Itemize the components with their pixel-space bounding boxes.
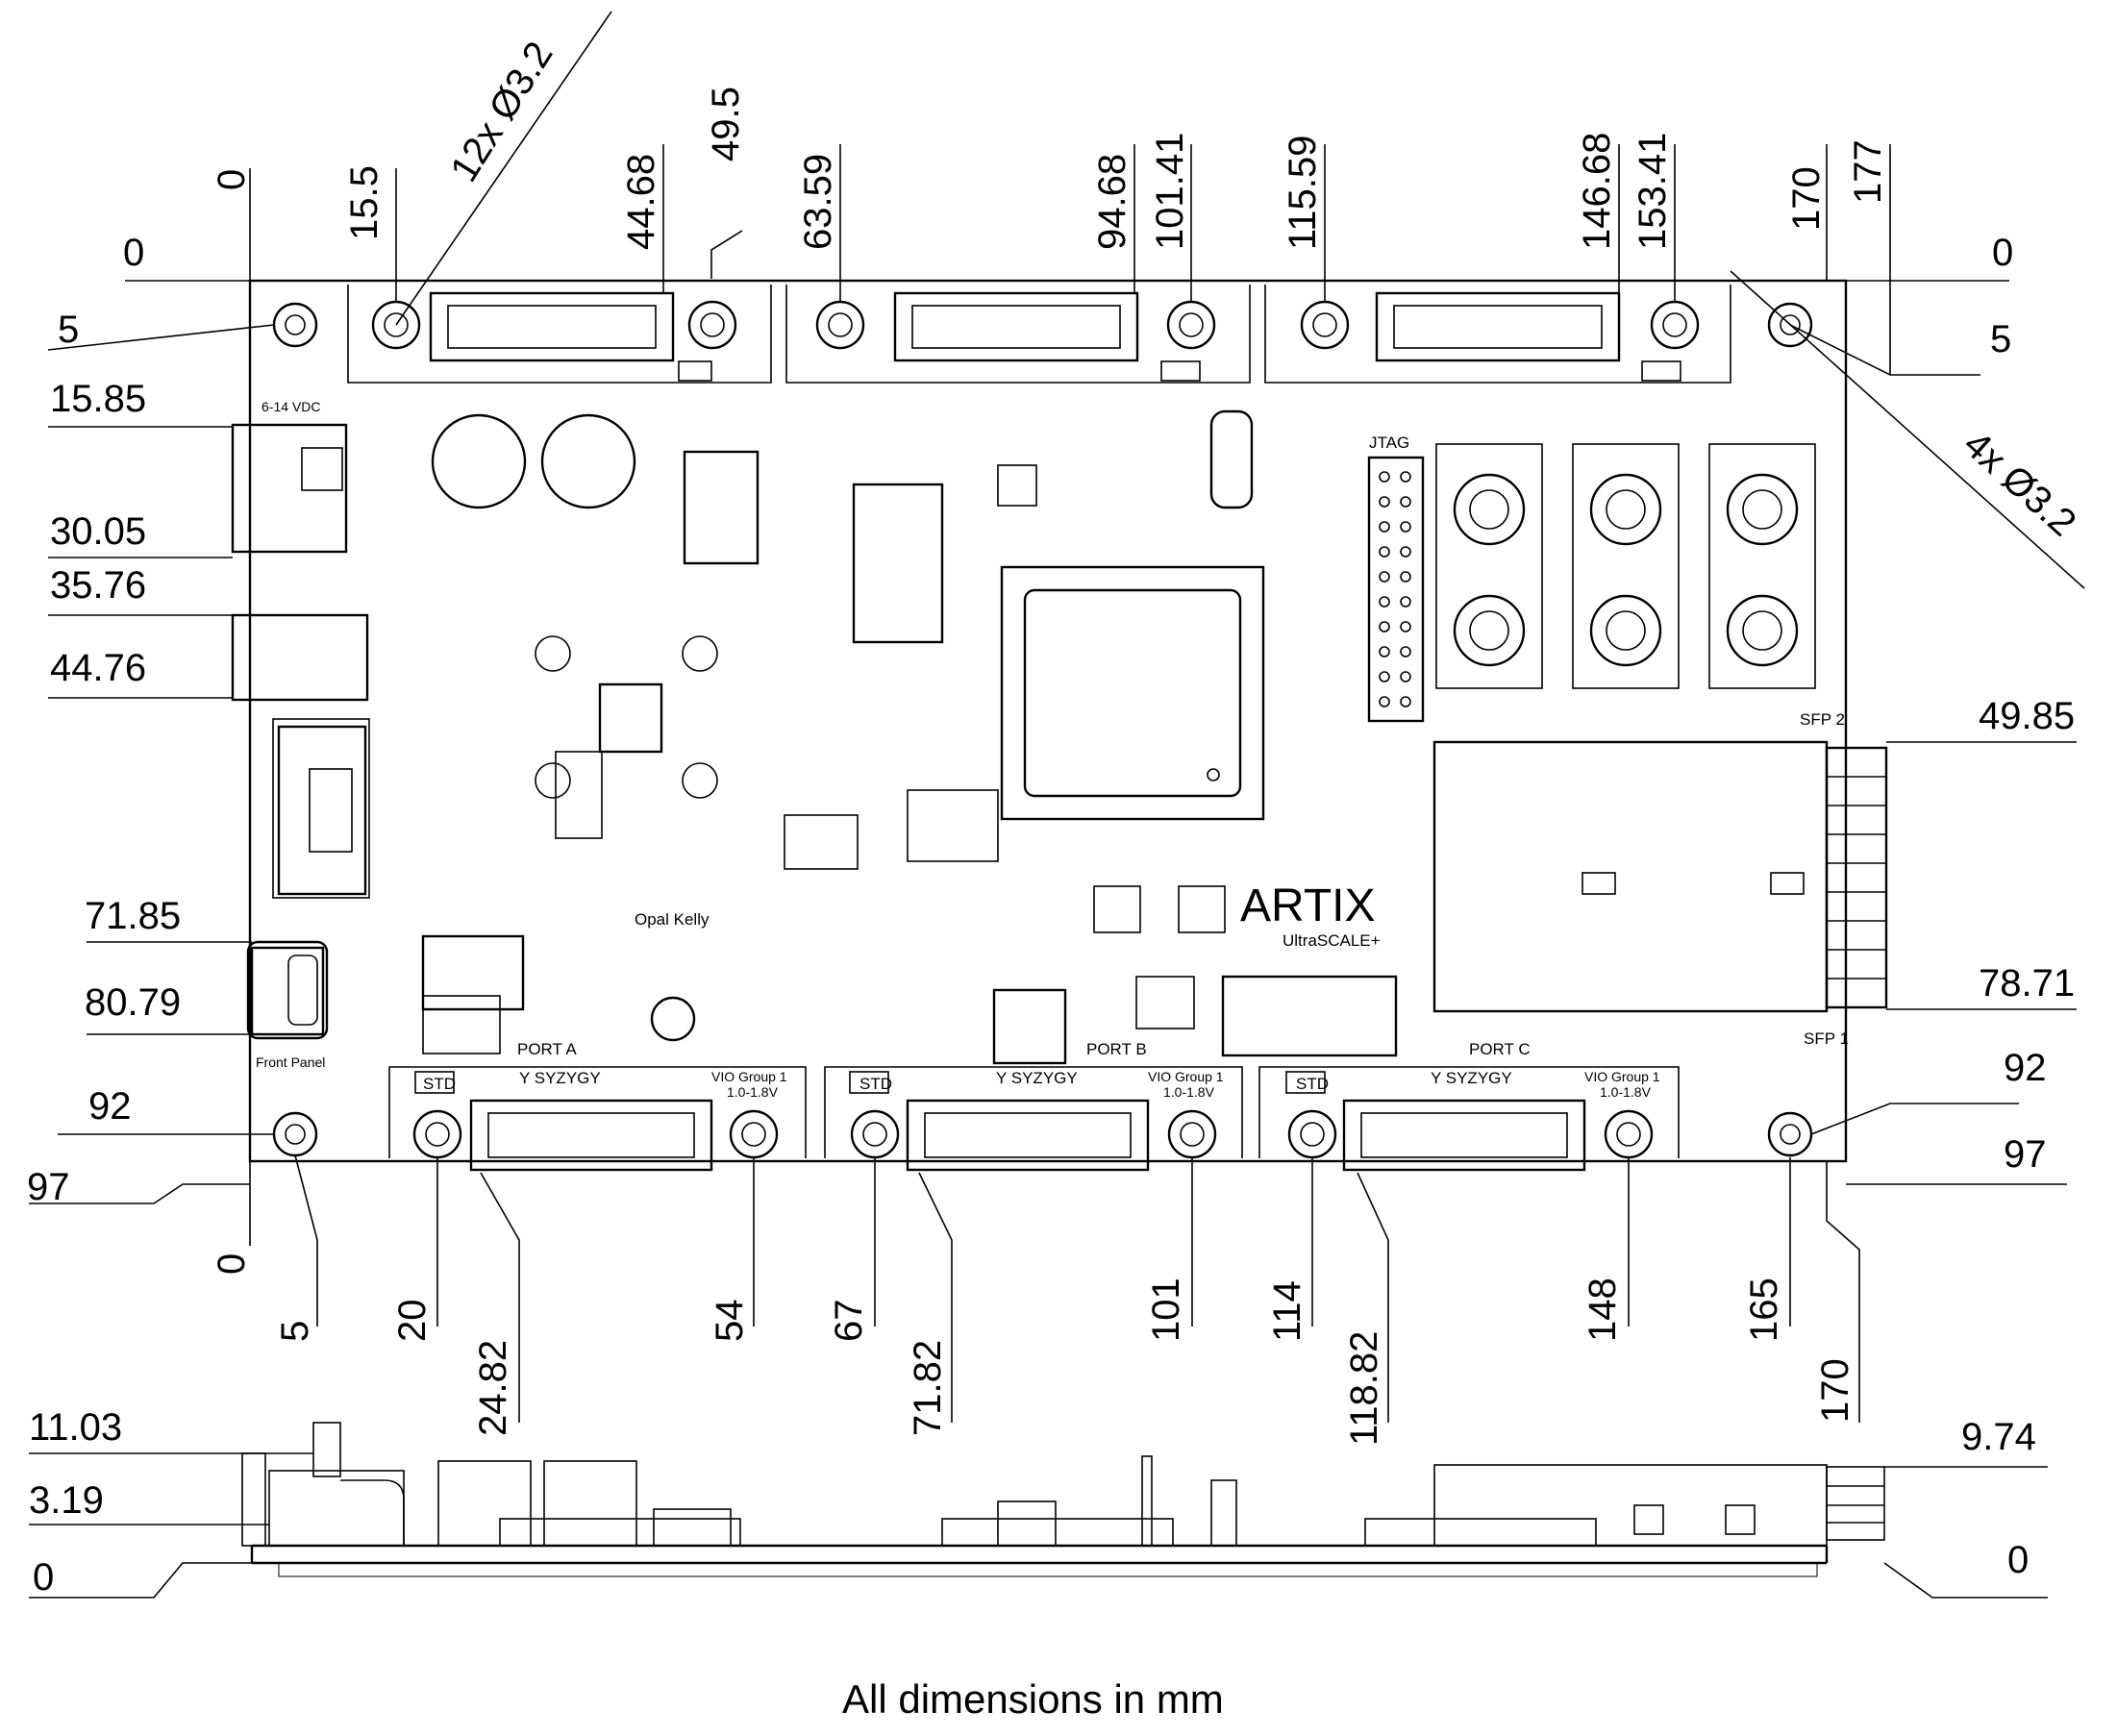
fan-connector: [1135, 976, 1195, 1029]
dim-side-9-74: 9.74: [1961, 1416, 2036, 1458]
syzygy-label-c: Y SYZYGY: [1431, 1069, 1512, 1087]
dim-top-49-5: 49.5: [705, 87, 747, 161]
dimension-lines: [29, 11, 2085, 1599]
dim-left-92: 92: [88, 1085, 132, 1128]
std-label-a: STD: [423, 1075, 456, 1093]
jtag-label: JTAG: [1369, 434, 1409, 452]
dim-left-71-85: 71.85: [85, 895, 181, 937]
mounting-holes: [272, 300, 1813, 1159]
syzygy-label-a: Y SYZYGY: [519, 1069, 601, 1087]
dim-side-right-0: 0: [2007, 1539, 2029, 1581]
dim-right-49-85: 49.85: [1979, 695, 2075, 737]
dim-top-44-68: 44.68: [620, 154, 662, 250]
dim-side-11-03: 11.03: [29, 1406, 122, 1449]
front-panel-label: Front Panel: [256, 1054, 325, 1070]
dim-bottom-101: 101: [1145, 1277, 1187, 1342]
dim-left-97: 97: [27, 1166, 70, 1208]
dim-left-44-76: 44.76: [50, 647, 146, 689]
footer-note: All dimensions in mm: [842, 1676, 1224, 1722]
dim-left-5: 5: [58, 309, 79, 351]
dim-top-177: 177: [1847, 139, 1889, 204]
artix-brand: ARTIX: [1240, 880, 1375, 931]
dim-right-92: 92: [2004, 1047, 2047, 1089]
jtag-header: [1367, 456, 1425, 723]
vio-group-b: VIO Group 1: [1148, 1069, 1224, 1084]
dim-left-15-85: 15.85: [50, 378, 146, 420]
dim-top-146-68: 146.68: [1576, 133, 1618, 250]
dim-top-170: 170: [1785, 166, 1828, 231]
dim-bottom-165: 165: [1743, 1277, 1785, 1342]
dim-bottom-114: 114: [1266, 1280, 1308, 1342]
dim-bottom-20: 20: [391, 1300, 434, 1343]
sfp1-label: SFP 1: [1804, 1029, 1849, 1048]
dim-top-63-59: 63.59: [797, 154, 839, 250]
vio-group-c: VIO Group 1: [1584, 1069, 1660, 1084]
dim-right-78-71: 78.71: [1979, 962, 2075, 1004]
dim-top-94-68: 94.68: [1091, 154, 1133, 250]
power-switch: [272, 718, 370, 899]
vio-range-c: 1.0-1.8V: [1600, 1084, 1652, 1100]
std-label-c: STD: [1296, 1075, 1329, 1093]
dim-left-0: 0: [123, 232, 144, 274]
bottom-syzygy-ports: [388, 1066, 1680, 1172]
dim-bottom-71-82: 71.82: [907, 1340, 949, 1436]
dim-side-3-19: 3.19: [29, 1479, 104, 1522]
dim-bottom-0: 0: [211, 1253, 253, 1275]
dim-bottom-54: 54: [709, 1300, 751, 1343]
sma-connectors: [1435, 443, 1816, 689]
dim-top-0: 0: [211, 169, 253, 190]
syzygy-label-b: Y SYZYGY: [996, 1069, 1078, 1087]
dimension-labels: 0 15.5 12x Ø3.2 44.68 49.5 63.59 94.68 1…: [27, 35, 2084, 1599]
dim-bottom-24-82: 24.82: [472, 1340, 514, 1436]
vio-range-a: 1.0-1.8V: [727, 1084, 779, 1100]
sfp2-label: SFP 2: [1800, 710, 1845, 729]
dim-side-left-0: 0: [33, 1556, 54, 1599]
board-top-view: PORT A PORT B PORT C STD STD STD Y SYZYG…: [231, 279, 1888, 1172]
std-label-b: STD: [859, 1075, 892, 1093]
dim-right-97: 97: [2004, 1133, 2047, 1176]
dim-left-35-76: 35.76: [50, 564, 146, 607]
power-components: [231, 409, 1398, 1065]
dim-top-115-59: 115.59: [1282, 136, 1324, 250]
dim-right-4x-hole: 4x Ø3.2: [1955, 423, 2084, 544]
port-b-label: PORT B: [1086, 1040, 1147, 1058]
board-side-view: [241, 1422, 1885, 1577]
ultrascale-brand: UltraSCALE+: [1283, 931, 1381, 950]
dim-bottom-148: 148: [1582, 1277, 1624, 1342]
fpga-chip: [1000, 565, 1265, 821]
top-syzygy-ports: [347, 285, 1731, 384]
port-a-label: PORT A: [517, 1040, 577, 1058]
usb-c-port: [246, 940, 329, 1040]
vio-group-a: VIO Group 1: [711, 1069, 787, 1084]
dim-bottom-118-82: 118.82: [1343, 1331, 1385, 1446]
dim-bottom-170: 170: [1814, 1358, 1856, 1423]
dim-bottom-67: 67: [828, 1300, 870, 1343]
dim-right-0: 0: [1992, 232, 2013, 274]
dim-top-153-41: 153.41: [1631, 133, 1674, 250]
sfp-cage: [1432, 740, 1888, 1013]
dim-left-30-05: 30.05: [50, 510, 146, 553]
vdc-label: 6-14 VDC: [262, 399, 320, 414]
dim-right-5: 5: [1990, 318, 2011, 360]
dim-bottom-5: 5: [274, 1321, 316, 1342]
port-c-label: PORT C: [1469, 1040, 1531, 1058]
dim-left-80-79: 80.79: [85, 981, 181, 1024]
dim-top-101-41: 101.41: [1149, 133, 1191, 250]
vio-range-b: 1.0-1.8V: [1163, 1084, 1215, 1100]
dim-top-15-5: 15.5: [343, 165, 386, 240]
board-labels: PORT A PORT B PORT C STD STD STD Y SYZYG…: [256, 399, 1849, 1100]
opal-kelly-logo: Opal Kelly: [635, 910, 710, 929]
